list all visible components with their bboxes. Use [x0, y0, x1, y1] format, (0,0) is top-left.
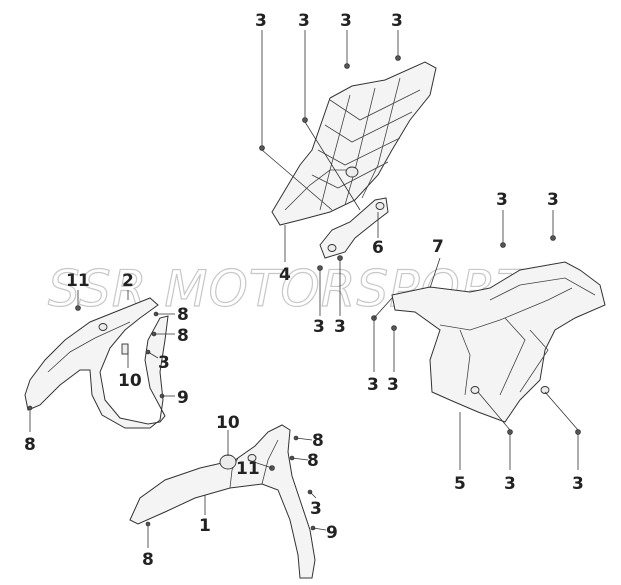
- callout-8: 8: [177, 326, 189, 346]
- bolt-icon: [145, 521, 151, 527]
- callout-3: 3: [391, 11, 403, 31]
- callout-3: 3: [313, 317, 325, 337]
- bolt-icon: [259, 145, 265, 151]
- callout-11: 11: [66, 271, 90, 291]
- bolt-icon: [344, 63, 350, 69]
- callout-3: 3: [310, 499, 322, 519]
- callout-10: 10: [118, 371, 142, 391]
- callout-10: 10: [216, 413, 240, 433]
- callout-11: 11: [236, 459, 260, 479]
- bolt-icon: [500, 242, 506, 248]
- bolt-icon: [302, 117, 308, 123]
- callout-8: 8: [312, 431, 324, 451]
- callout-9: 9: [326, 523, 338, 543]
- part-6-small-bracket: [319, 197, 389, 259]
- callout-5: 5: [454, 474, 466, 494]
- callout-4: 4: [279, 265, 291, 285]
- part-1-front-fender: [129, 424, 316, 579]
- callout-3: 3: [367, 375, 379, 395]
- bolt-icon: [391, 325, 397, 331]
- callout-3: 3: [387, 375, 399, 395]
- callout-6: 6: [372, 238, 384, 258]
- bolt-icon: [507, 429, 513, 435]
- callout-3: 3: [496, 190, 508, 210]
- callout-3: 3: [504, 474, 516, 494]
- callout-labels: 3 3 3 3 4 6 3 3 3 3 7 3 3 5 3 3 11 2 8 8…: [24, 11, 584, 570]
- leader-lines: [29, 30, 579, 548]
- callout-7: 7: [432, 237, 444, 257]
- callout-8: 8: [177, 305, 189, 325]
- bolt-icon: [337, 255, 343, 261]
- callout-3: 3: [547, 190, 559, 210]
- callout-1: 1: [199, 516, 211, 536]
- bolt-icon: [575, 429, 581, 435]
- callout-3: 3: [340, 11, 352, 31]
- bolt-icon: [550, 235, 556, 241]
- callout-3: 3: [334, 317, 346, 337]
- part-2-front-fender-inner: [24, 297, 169, 429]
- bolt-icon: [395, 55, 401, 61]
- callout-8: 8: [142, 550, 154, 570]
- callout-3: 3: [298, 11, 310, 31]
- callout-8: 8: [24, 435, 36, 455]
- bolt-icon: [75, 305, 81, 311]
- part-4-upper-bracket: [271, 61, 437, 226]
- callout-9: 9: [177, 388, 189, 408]
- callout-2: 2: [122, 271, 134, 291]
- callout-3: 3: [572, 474, 584, 494]
- callout-8: 8: [307, 451, 319, 471]
- callout-3: 3: [255, 11, 267, 31]
- bolt-icon: [317, 265, 323, 271]
- callout-3: 3: [158, 353, 170, 373]
- bolt-icon: [27, 405, 33, 411]
- part-5-right-fairing: [391, 261, 606, 423]
